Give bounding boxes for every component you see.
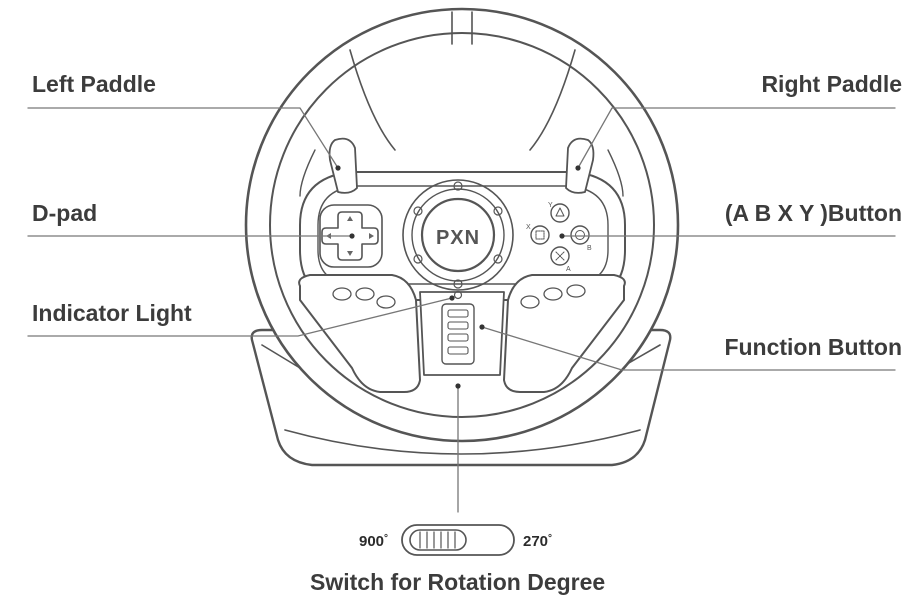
button-y[interactable]	[550, 203, 570, 223]
left-side-buttons[interactable]	[332, 287, 396, 309]
button-b[interactable]	[570, 225, 590, 245]
leader-lines	[27, 107, 896, 513]
rotation-switch[interactable]	[401, 524, 515, 556]
left-paddle[interactable]	[299, 137, 358, 197]
label-indicator-light: Indicator Light	[32, 300, 192, 326]
label-right-paddle: Right Paddle	[761, 71, 902, 97]
right-side-buttons[interactable]	[520, 284, 586, 309]
label-abxy: (A B X Y )Button	[724, 200, 902, 226]
function-buttons[interactable]	[441, 303, 475, 365]
label-y: Y	[548, 202, 553, 209]
label-b: B	[587, 245, 592, 252]
label-function-button: Function Button	[724, 334, 902, 360]
logo-hub: PXN	[402, 179, 514, 291]
label-rotation-switch: Switch for Rotation Degree	[310, 569, 606, 595]
label-dpad: D-pad	[32, 200, 98, 226]
label-a: A	[566, 266, 571, 273]
logo-text: PXN	[436, 227, 480, 249]
label-left-paddle: Left Paddle	[32, 71, 156, 97]
button-x[interactable]	[530, 225, 550, 245]
label-x: X	[526, 224, 531, 231]
indicator-light	[453, 290, 463, 300]
leader-dots	[335, 165, 581, 389]
abxy-buttons[interactable]: Y X B A	[526, 202, 592, 273]
degree-900: 900°	[359, 533, 389, 550]
degree-270: 270°	[523, 533, 553, 550]
